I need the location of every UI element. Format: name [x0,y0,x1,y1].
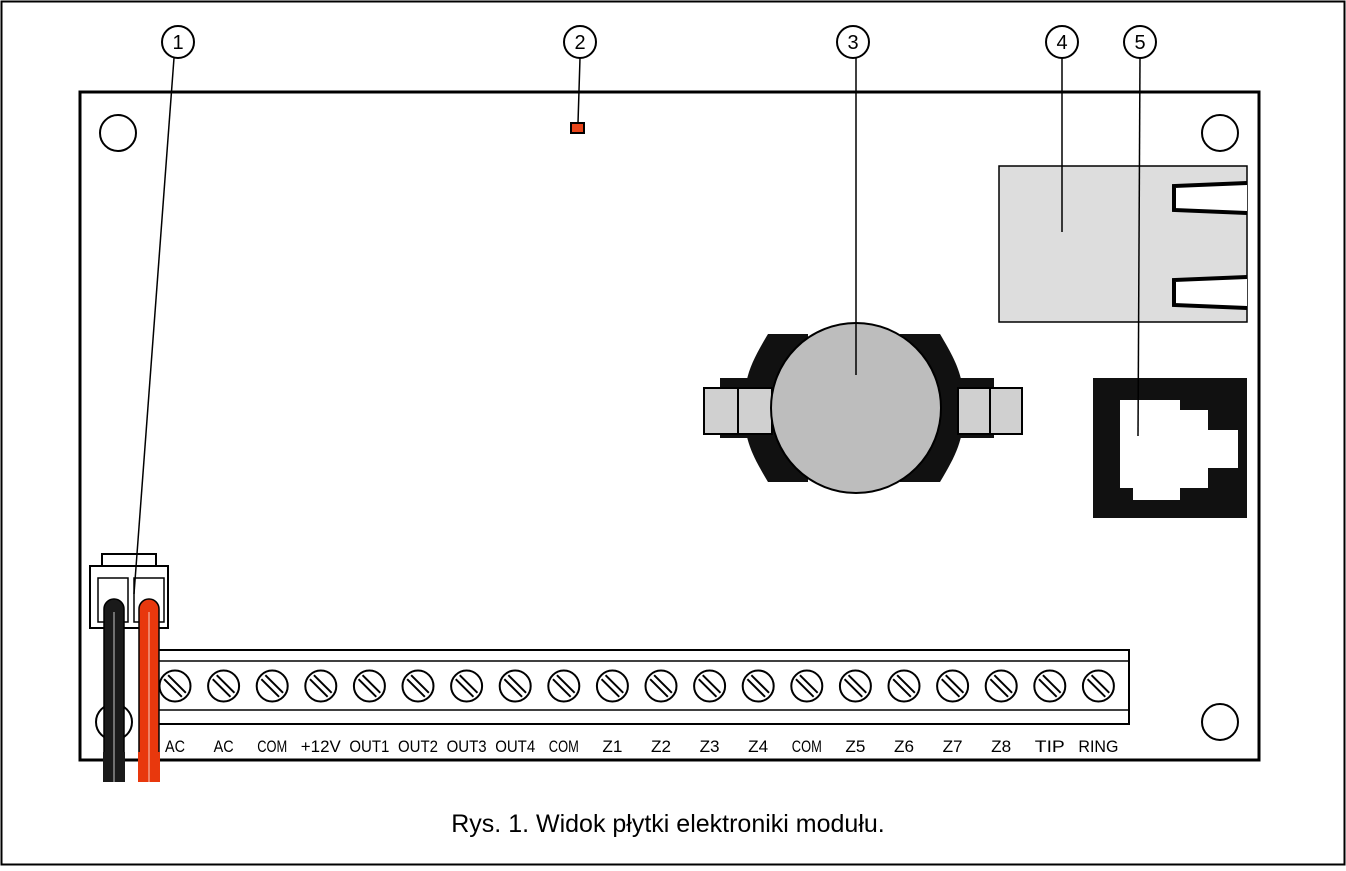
callout-1: 1 [161,25,195,59]
terminal-label: OUT1 [349,737,389,756]
screw-terminal [936,669,970,703]
screw-terminal [1081,669,1115,703]
screw-terminal [1033,669,1067,703]
screw-terminal [401,669,435,703]
terminal-label: Z1 [602,737,622,756]
terminal-strip [151,649,1130,725]
screw-terminal [352,669,386,703]
screw-terminal [498,669,532,703]
terminal-label: Z7 [943,737,963,756]
terminal-label: OUT4 [495,737,535,756]
rj-phone-socket [1093,378,1247,518]
callout-1-number: 1 [172,32,183,54]
terminal-label: COM [257,737,287,756]
screw-terminal [450,669,484,703]
screw-terminal [158,669,192,703]
callout-5-number: 5 [1134,32,1145,54]
mounting-hole-top-right [1201,114,1239,152]
mounting-hole-bottom-right [1201,703,1239,741]
terminal-label: Z3 [700,737,720,756]
screw-terminal [595,669,629,703]
terminal-label: OUT3 [447,737,487,756]
battery-holder [703,322,1023,494]
callout-5: 5 [1123,25,1157,59]
screw-terminal [255,669,289,703]
terminal-label: COM [549,737,579,756]
terminal-label: AC [214,737,234,756]
figure-caption: Rys. 1. Widok płytki elektroniki modułu. [451,810,884,838]
callout-3-number: 3 [847,32,858,54]
callout-4: 4 [1045,25,1079,59]
callout-3: 3 [836,25,870,59]
terminal-label: Z8 [991,737,1011,756]
mounting-hole-top-left [99,114,137,152]
screw-terminal [741,669,775,703]
terminal-label: OUT2 [398,737,438,756]
terminal-label: RING [1078,737,1118,756]
terminal-label: +12V [301,737,342,756]
screw-terminal [207,669,241,703]
terminal-label: Z5 [845,737,865,756]
screw-terminal [887,669,921,703]
screw-terminal [304,669,338,703]
terminal-label: COM [792,737,822,756]
terminal-label: Z2 [651,737,671,756]
callout-2-number: 2 [574,32,585,54]
callout-leaders [133,57,1141,595]
terminal-label: TIP [1035,737,1065,756]
screw-terminal [693,669,727,703]
terminal-label: AC [165,737,185,756]
callout-4-number: 4 [1056,32,1067,54]
led [570,122,585,134]
screw-terminal [790,669,824,703]
screw-terminal [644,669,678,703]
screw-terminal [984,669,1018,703]
ethernet-port [998,165,1248,323]
terminal-label: Z6 [894,737,914,756]
callout-2: 2 [563,25,597,59]
terminal-label: Z4 [748,737,768,756]
screw-terminal [838,669,872,703]
screw-terminal [547,669,581,703]
